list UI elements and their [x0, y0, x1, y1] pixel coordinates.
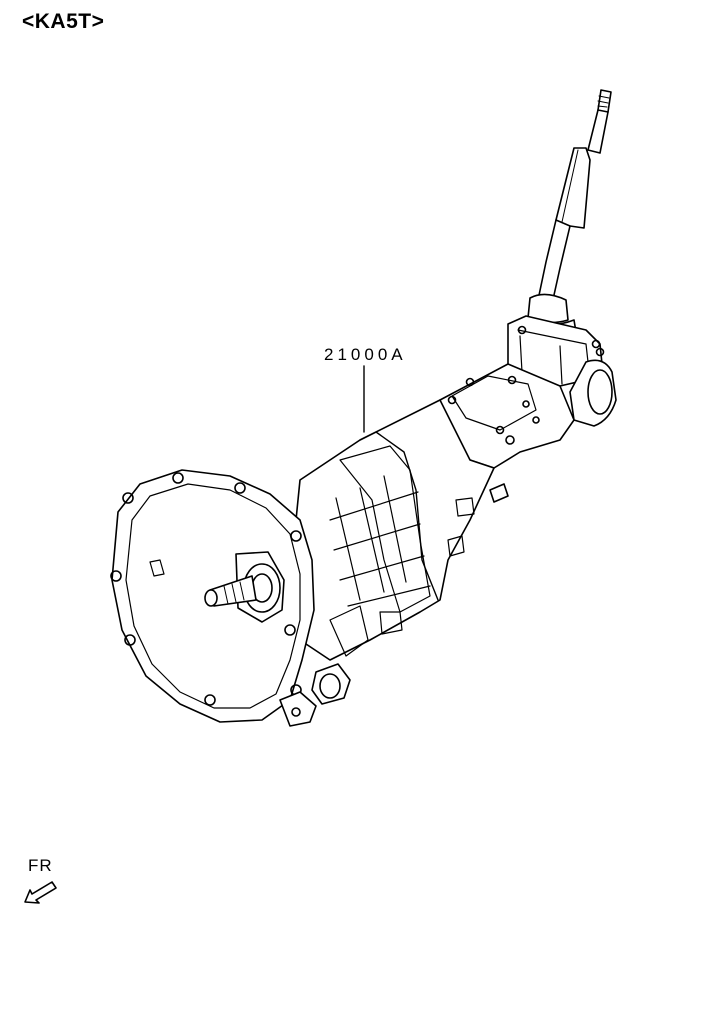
direction-label: FR — [28, 856, 53, 875]
shifter-housing — [508, 316, 616, 426]
shift-lever — [520, 90, 611, 349]
model-code-label: <KA5T> — [22, 10, 105, 33]
input-shaft — [205, 552, 284, 622]
extension-housing — [440, 364, 574, 502]
part-number-label: 21000A — [324, 345, 407, 364]
gear-case — [290, 400, 494, 660]
clutch-release-assembly — [280, 606, 368, 726]
arrow-down-left-icon — [24, 881, 57, 904]
